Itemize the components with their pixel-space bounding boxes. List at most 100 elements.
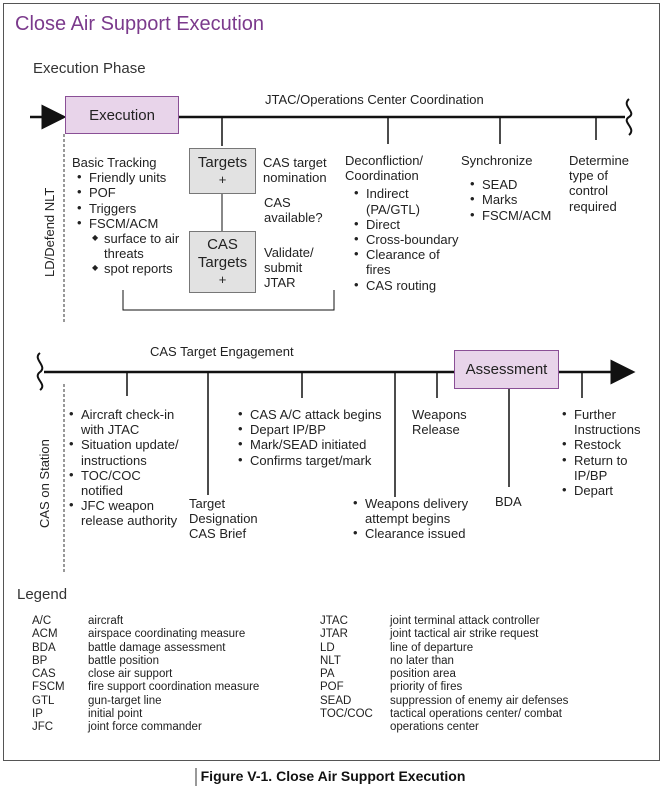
cas-available: CAS available? [264, 195, 323, 226]
legend-def: battle position [88, 654, 159, 667]
list-item: CAS routing [351, 277, 461, 293]
list-item: Weapons delivery attempt begins [350, 495, 470, 526]
synchronize-block: Synchronize SEAD Marks FSCM/ACM [461, 153, 551, 223]
list-item: TOC/COC notified [66, 467, 181, 498]
legend-abbr: JTAC [320, 615, 348, 627]
basic-tracking-block: Basic Tracking Friendly units POF Trigge… [72, 155, 210, 277]
list-item: Return to IP/BP [559, 452, 654, 483]
list-item: FSCM/ACM [467, 207, 551, 223]
cas-targets-box: CAS Targets + [189, 231, 256, 293]
list-item: Triggers [74, 200, 210, 216]
plus-icon: + [218, 172, 227, 188]
checkin-block: Aircraft check-in with JTAC Situation up… [66, 406, 181, 529]
list-item: Aircraft check-in with JTAC [66, 406, 181, 437]
legend-def: no later than [390, 654, 454, 667]
list-item: Friendly units [74, 169, 210, 185]
list-item: Clearance issued [350, 525, 470, 541]
legend-abbr: ACM [32, 628, 58, 641]
sub-list-item: spot reports [90, 261, 210, 276]
legend-left-defs: aircraft airspace coordinating measure b… [88, 615, 259, 735]
legend-def: close air support [88, 668, 173, 681]
assessment-box: Assessment [454, 350, 559, 389]
weapons-release: Weapons Release [412, 407, 467, 438]
list-item: JFC weapon release authority [66, 497, 181, 528]
list-item: Marks [467, 191, 551, 207]
legend-def: airspace coordinating measure [88, 628, 246, 641]
assessment-box-label: Assessment [465, 361, 548, 378]
deconfliction-block: Deconfliction/ Coordination Indirect (PA… [345, 153, 459, 293]
legend-abbr: TOC/COC [320, 708, 373, 721]
list-item: Direct [351, 216, 461, 232]
weapons-delivery-block: Weapons delivery attempt begins Clearanc… [350, 495, 470, 542]
basic-tracking-heading: Basic Tracking [72, 155, 157, 170]
legend-def: priority of fires [390, 681, 463, 694]
legend-abbr: GTL [32, 694, 55, 707]
legend-def: joint tactical air strike request [390, 628, 539, 641]
legend-def: joint force commander [88, 721, 202, 734]
target-designation: Target Designation CAS Brief [189, 496, 258, 542]
bda-label: BDA [495, 494, 522, 509]
legend-abbr: POF [320, 681, 344, 694]
page-title: Close Air Support Execution [15, 13, 265, 35]
execution-box: Execution [65, 96, 179, 134]
targets-box: Targets + [189, 148, 256, 194]
execution-box-label: Execution [89, 106, 155, 124]
validate-submit-jtar: Validate/ submit JTAR [264, 245, 314, 291]
list-item: Clearance of fires [351, 246, 461, 277]
list-item: FSCM/ACM [74, 215, 210, 231]
legend-right-abbr: JTAC JTAR LD NLT PA POF SEAD TOC/COC [320, 615, 373, 721]
coordination-label: JTAC/Operations Center Coordination [265, 92, 484, 107]
legend-abbr: NLT [320, 654, 341, 667]
deconfliction-heading: Deconfliction/ Coordination [345, 153, 424, 184]
legend-def: tactical operations center/ combat opera… [390, 708, 562, 734]
legend-left-abbr: A/C ACM BDA BP CAS FSCM GTL IP JFC [32, 615, 65, 735]
figure-caption: Figure V-1. Close Air Support Execution [200, 768, 466, 784]
legend-abbr: CAS [32, 668, 56, 681]
list-item: CAS A/C attack begins [235, 406, 385, 422]
legend-def: fire support coordination measure [88, 681, 260, 694]
list-item: Confirms target/mark [235, 452, 385, 468]
list-item: SEAD [467, 176, 551, 192]
legend-abbr: FSCM [32, 681, 65, 694]
legend-def: aircraft [88, 615, 124, 627]
determine-control: Determine type of control required [569, 153, 629, 214]
list-item: Depart [559, 482, 654, 498]
legend-abbr: JFC [32, 721, 54, 734]
list-item: Cross-boundary [351, 231, 461, 247]
legend-right-defs: joint terminal attack controller joint t… [390, 615, 580, 735]
targets-box-label: Targets [197, 154, 248, 172]
legend-def: initial point [88, 708, 143, 721]
list-item: Situation update/ instructions [66, 436, 181, 467]
legend-def: battle damage assessment [88, 641, 226, 654]
list-item: Mark/SEAD initiated [235, 436, 385, 452]
list-item: Indirect (PA/GTL) [351, 185, 461, 216]
legend-def: suppression of enemy air defenses [390, 694, 569, 707]
synchronize-heading: Synchronize [461, 153, 533, 168]
list-item: Depart IP/BP [235, 421, 385, 437]
legend-def: position area [390, 668, 456, 681]
legend-abbr: JTAR [320, 628, 348, 641]
cas-targets-box-label: CAS Targets [197, 236, 248, 272]
execution-phase-heading: Execution Phase [33, 60, 146, 77]
legend-abbr: A/C [32, 615, 52, 627]
engagement-label: CAS Target Engagement [150, 344, 294, 359]
legend-abbr: PA [320, 668, 335, 681]
list-item: POF [74, 184, 210, 200]
list-item: Further Instructions [559, 406, 654, 437]
further-block: Further Instructions Restock Return to I… [559, 406, 654, 498]
plus-icon: + [218, 272, 227, 288]
bottom-break-mark [36, 352, 44, 391]
legend-abbr: LD [320, 641, 335, 654]
legend-def: gun-target line [88, 694, 162, 707]
legend-abbr: BDA [32, 641, 56, 654]
ld-defend-label: LD/Defend NLT [42, 187, 57, 277]
attack-block: CAS A/C attack begins Depart IP/BP Mark/… [235, 406, 385, 468]
legend-heading: Legend [17, 586, 68, 603]
list-item: Restock [559, 436, 654, 452]
legend-abbr: IP [32, 708, 43, 721]
figure-frame [3, 3, 660, 761]
cas-on-station-label: CAS on Station [37, 439, 52, 528]
top-break-mark [625, 98, 633, 136]
legend-abbr: BP [32, 654, 48, 667]
